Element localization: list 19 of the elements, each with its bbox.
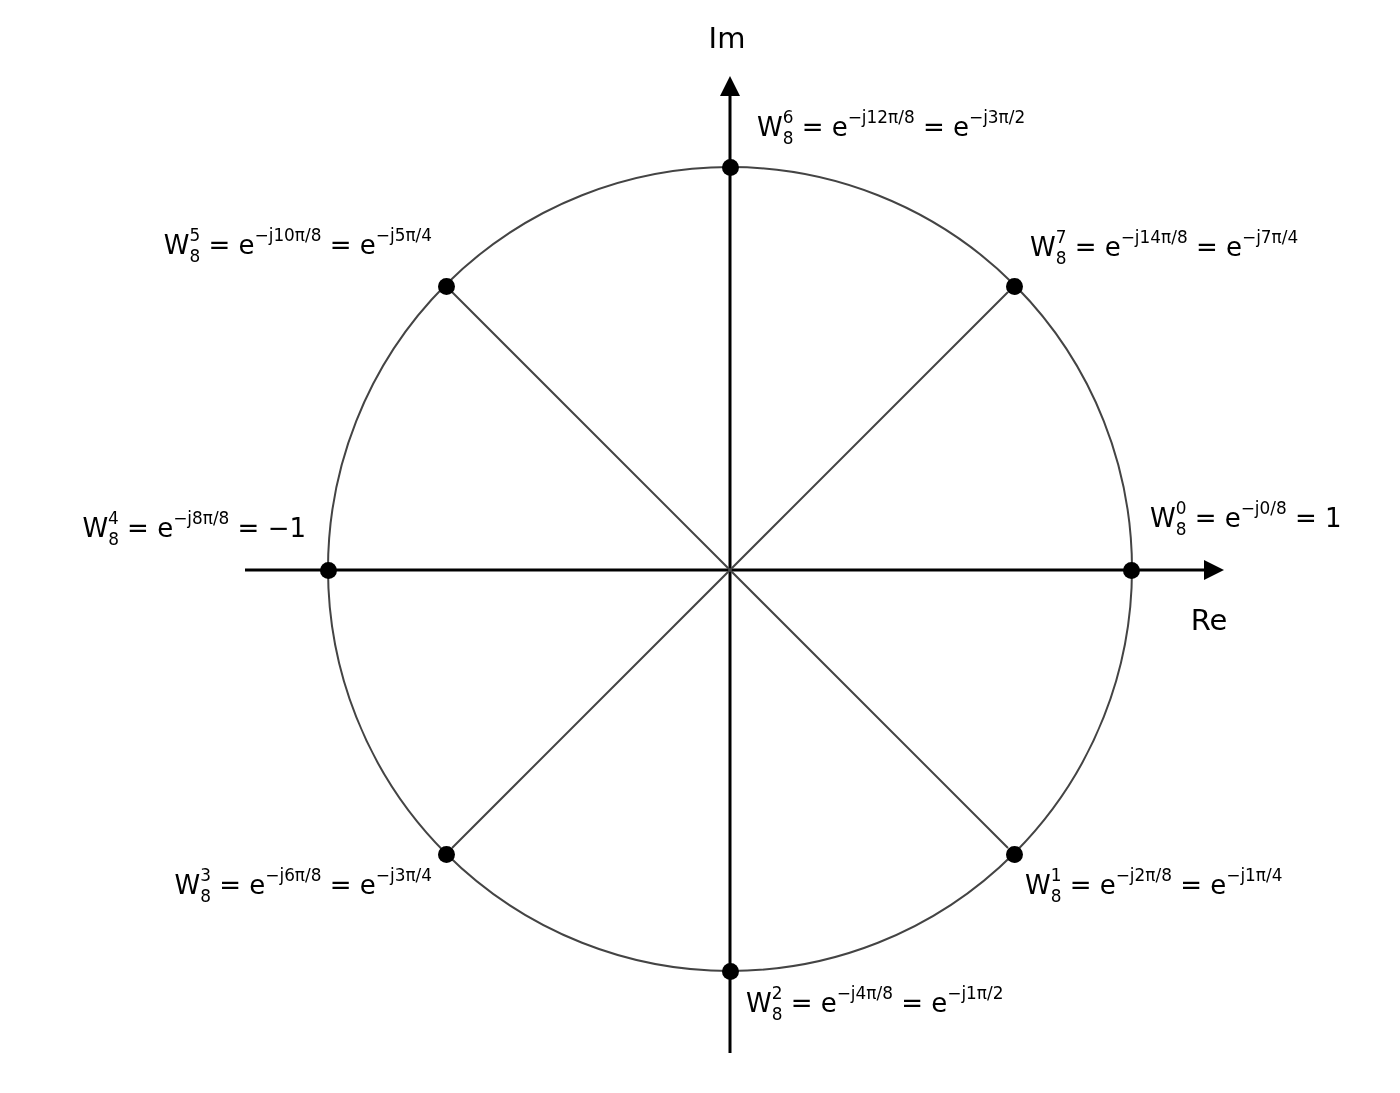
- formula-label: W$_{8}$$^{7}$ = e$^{−j14π/8}$ = e$^{−j7π/4}$: [1030, 230, 1299, 264]
- point-dot: [1005, 845, 1023, 863]
- formula-label: W$_{8}$$^{5}$ = e$^{−j10π/8}$ = e$^{−j5π/4}$: [163, 228, 432, 262]
- formula-label: W$_{8}$$^{4}$ = e$^{−j8π/8}$ = −1: [82, 511, 306, 545]
- point-dot: [1005, 277, 1023, 295]
- point-dot: [437, 845, 455, 863]
- diagonal-cross: [451, 291, 1009, 849]
- formula-label: W$_{8}$$^{3}$ = e$^{−j6π/8}$ = e$^{−j3π/4}$: [174, 868, 432, 902]
- formula-label: W$_{8}$$^{1}$ = e$^{−j2π/8}$ = e$^{−j1π/4}$: [1025, 868, 1283, 902]
- point-dot: [721, 962, 739, 980]
- axis-label: Re: [1190, 603, 1228, 637]
- point-dot: [721, 158, 739, 176]
- point-dot: [1122, 561, 1140, 579]
- formula-label: W$_{8}$$^{0}$ = e$^{−j0/8}$ = 1: [1150, 501, 1342, 535]
- point-dot: [319, 561, 337, 579]
- formula-label: W$_{8}$$^{2}$ = e$^{−j4π/8}$ = e$^{−j1π/2}$: [746, 986, 1004, 1020]
- point-dot: [437, 277, 455, 295]
- formula-label: W$_{8}$$^{6}$ = e$^{−j12π/8}$ = e$^{−j3π/2}$: [757, 110, 1026, 144]
- axis-label: Im: [708, 21, 746, 55]
